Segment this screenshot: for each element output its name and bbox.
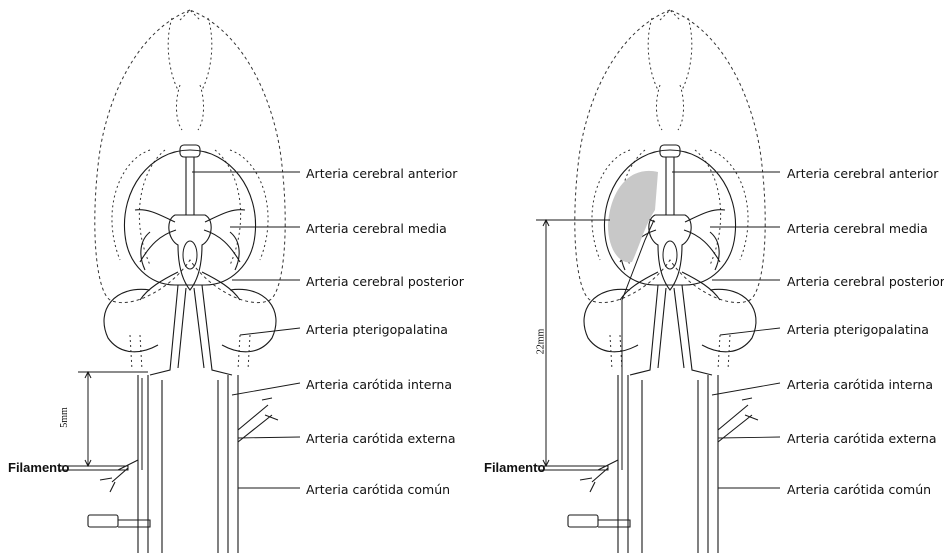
measurement-label-left: 5mm [59, 407, 70, 428]
label-posterior-cerebral-right: Arteria cerebral posterior [787, 274, 944, 289]
label-middle-cerebral-left: Arteria cerebral media [306, 221, 447, 236]
label-external-carotid-right: Arteria carótida externa [787, 431, 936, 446]
leaders-right [672, 172, 780, 488]
label-common-carotid-right: Arteria carótida común [787, 482, 931, 497]
label-external-carotid-left: Arteria carótida externa [306, 431, 455, 446]
panel-right [536, 10, 780, 553]
label-anterior-cerebral-right: Arteria cerebral anterior [787, 166, 938, 181]
label-middle-cerebral-right: Arteria cerebral media [787, 221, 928, 236]
panel-left [60, 10, 300, 553]
filament-label-left: Filamento [8, 460, 69, 475]
label-common-carotid-left: Arteria carótida común [306, 482, 450, 497]
measure-right [536, 220, 610, 466]
filament-label-right: Filamento [484, 460, 545, 475]
label-internal-carotid-left: Arteria carótida interna [306, 377, 452, 392]
label-internal-carotid-right: Arteria carótida interna [787, 377, 933, 392]
measurement-label-right: 22mm [535, 329, 546, 355]
label-pterygopalatine-left: Arteria pterigopalatina [306, 322, 448, 337]
label-posterior-cerebral-left: Arteria cerebral posterior [306, 274, 464, 289]
leaders-left [192, 172, 300, 488]
infarct-region [608, 171, 658, 263]
label-anterior-cerebral-left: Arteria cerebral anterior [306, 166, 457, 181]
label-pterygopalatine-right: Arteria pterigopalatina [787, 322, 929, 337]
